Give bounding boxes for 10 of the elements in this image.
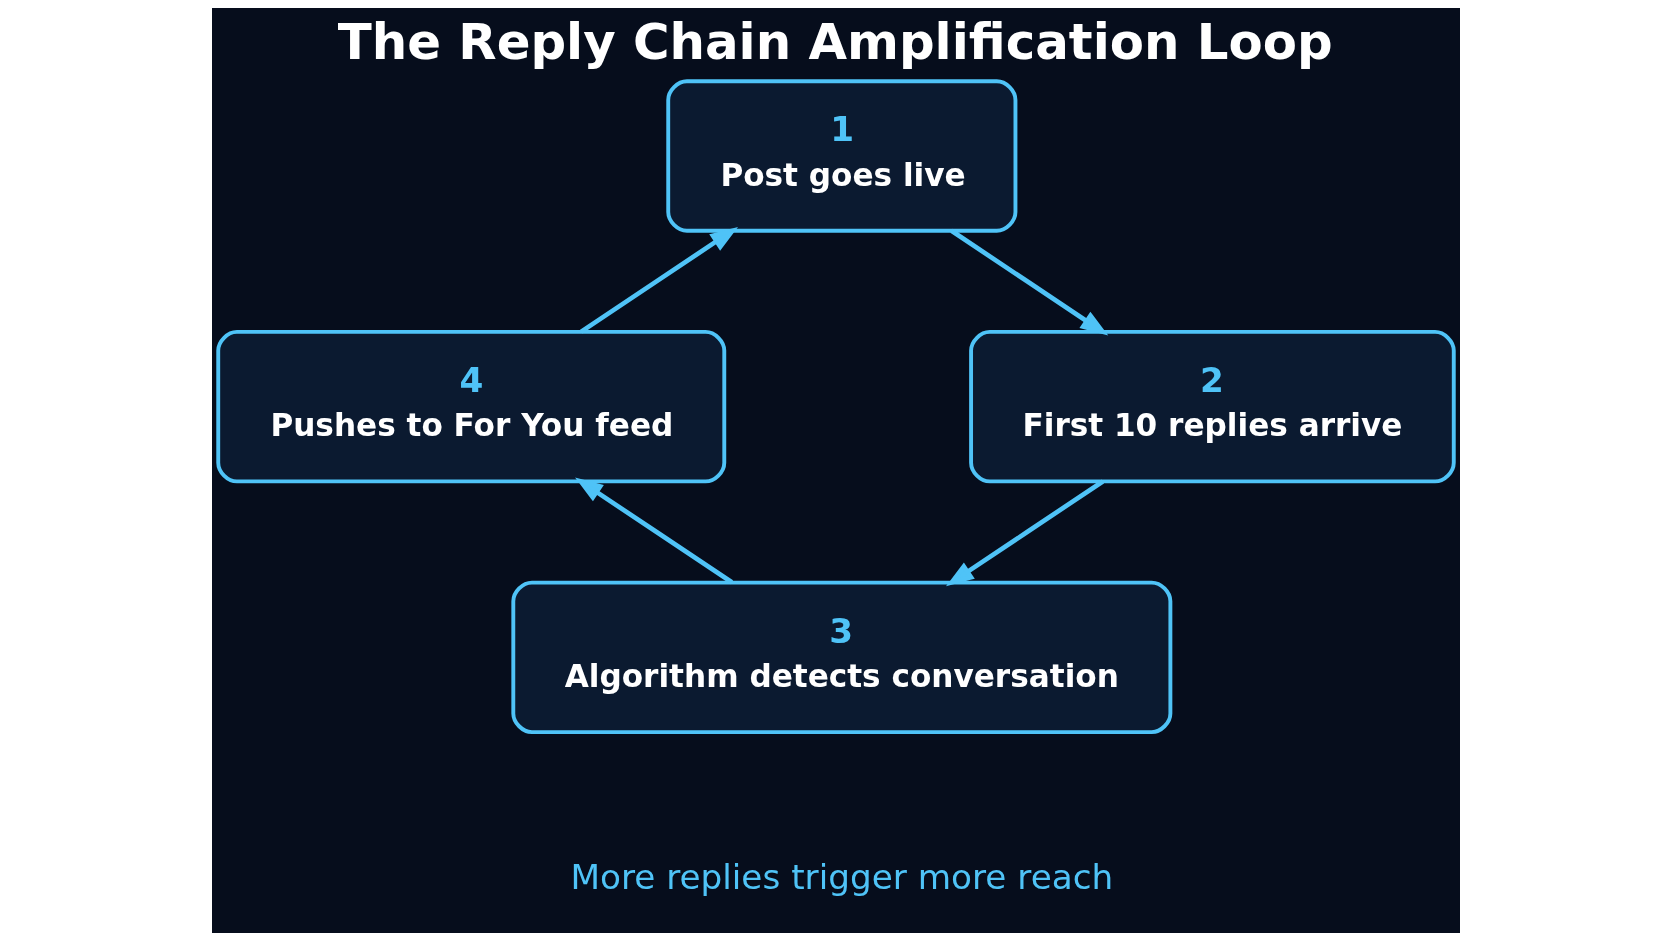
arrow xyxy=(950,228,1109,336)
node-box: 4 Pushes to For You feed xyxy=(216,329,727,484)
node-box: 3 Algorithm detects conversation xyxy=(511,580,1173,735)
arrow xyxy=(575,477,734,585)
caption: More replies trigger more reach xyxy=(570,856,1114,897)
node-box: 1 Post goes live xyxy=(666,79,1018,233)
diagram-title: The Reply Chain Amplification Loop xyxy=(337,12,1333,71)
node-box: 2 First 10 replies arrive xyxy=(969,329,1456,484)
arrow xyxy=(946,479,1105,587)
arrow xyxy=(580,226,739,334)
